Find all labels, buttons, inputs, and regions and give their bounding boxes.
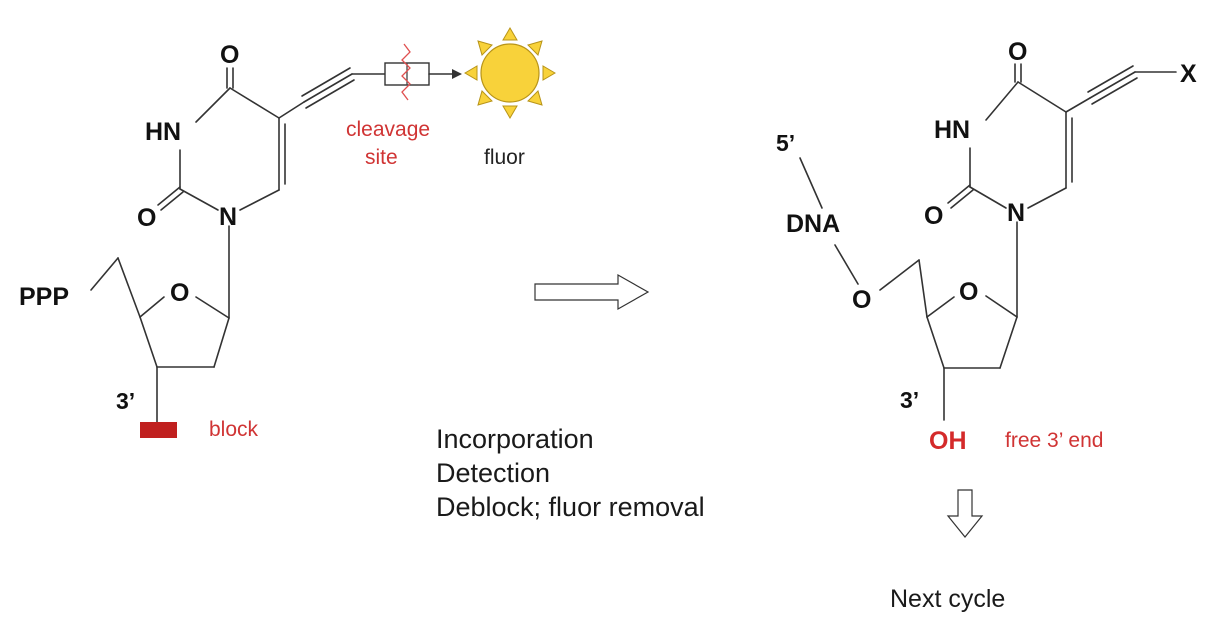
free-end-label: free 3’ end [1005, 429, 1103, 452]
left-three-prime-label: 3’ [116, 388, 135, 414]
x-group: X [1180, 60, 1197, 88]
right-sugar-ring [799, 157, 1018, 421]
step-incorporation: Incorporation [436, 424, 594, 454]
cleavage-label-line1: cleavage [346, 118, 430, 141]
fluor-label: fluor [484, 146, 525, 169]
left-nh-group: HN [145, 118, 181, 146]
down-arrow [946, 489, 984, 538]
left-sugar-o: O [170, 279, 189, 307]
reaction-arrow [534, 273, 650, 311]
linker-o: O [852, 286, 871, 314]
right-alkyne-linker [1065, 65, 1177, 113]
cleavage-zigzag [401, 43, 411, 101]
cleavage-site-box [384, 43, 462, 101]
left-carbonyl-bottom-o: O [137, 204, 156, 232]
block-label: block [209, 418, 259, 441]
right-nh-group: HN [934, 116, 970, 144]
left-nucleotide: O HN O N O PPP 3’ cleavage site fluor bl… [19, 27, 556, 441]
hydroxyl-group: OH [929, 427, 967, 455]
fluor-sun-icon [464, 27, 556, 119]
left-alkyne-linker [278, 67, 386, 119]
right-carbonyl-bottom-o: O [924, 202, 943, 230]
five-prime-label: 5’ [776, 130, 795, 156]
right-carbonyl-top-o: O [1008, 38, 1027, 66]
right-pyrimidine-ring [947, 63, 1073, 209]
steps-list: Incorporation Detection Deblock; fluor r… [436, 424, 705, 522]
step-deblock: Deblock; fluor removal [436, 492, 705, 522]
left-pyrimidine-ring [157, 67, 286, 211]
left-carbonyl-top-o: O [220, 41, 239, 69]
block-group [140, 422, 177, 438]
right-ring-n: N [1007, 199, 1025, 227]
step-detection: Detection [436, 458, 550, 488]
right-sugar-o: O [959, 278, 978, 306]
cleavage-label-line2: site [365, 146, 398, 169]
dna-label: DNA [786, 210, 840, 238]
left-sugar-ring [90, 225, 230, 423]
left-ring-n: N [219, 203, 237, 231]
next-cycle-label: Next cycle [890, 585, 1005, 613]
right-nucleotide: O X HN O N O O DNA 5’ 3’ OH free 3’ end [776, 38, 1197, 455]
triphosphate-label: PPP [19, 283, 69, 311]
right-three-prime-label: 3’ [900, 387, 919, 413]
